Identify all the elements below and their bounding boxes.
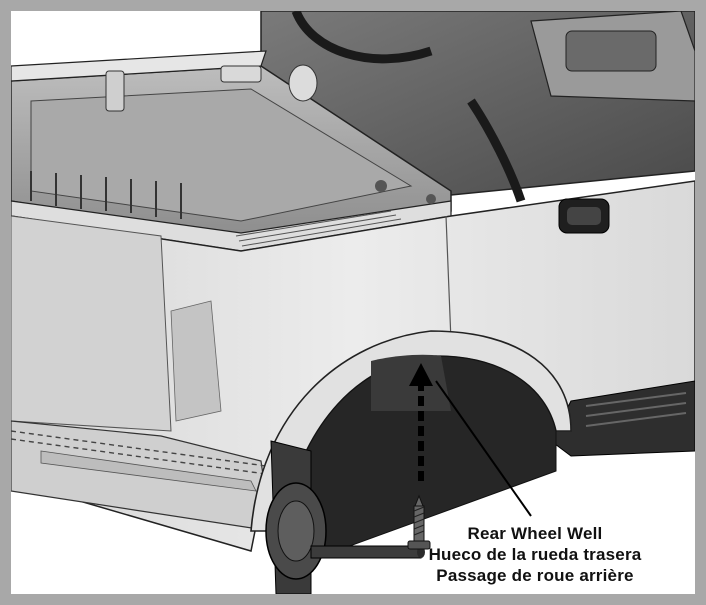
- screw-icon: [407, 494, 431, 550]
- callout-spanish: Hueco de la rueda trasera: [428, 545, 642, 564]
- callout-french: Passage de roue arrière: [436, 566, 634, 585]
- dashed-arrow-up-icon: [409, 363, 433, 481]
- callout-english: Rear Wheel Well: [467, 524, 603, 543]
- wheel-well-callout: Rear Wheel Well Hueco de la rueda traser…: [395, 523, 675, 586]
- truck-illustration: [11, 11, 695, 594]
- rear-axle-hub: [265, 440, 425, 594]
- truck-bed: [11, 50, 452, 252]
- leader-line: [435, 380, 532, 517]
